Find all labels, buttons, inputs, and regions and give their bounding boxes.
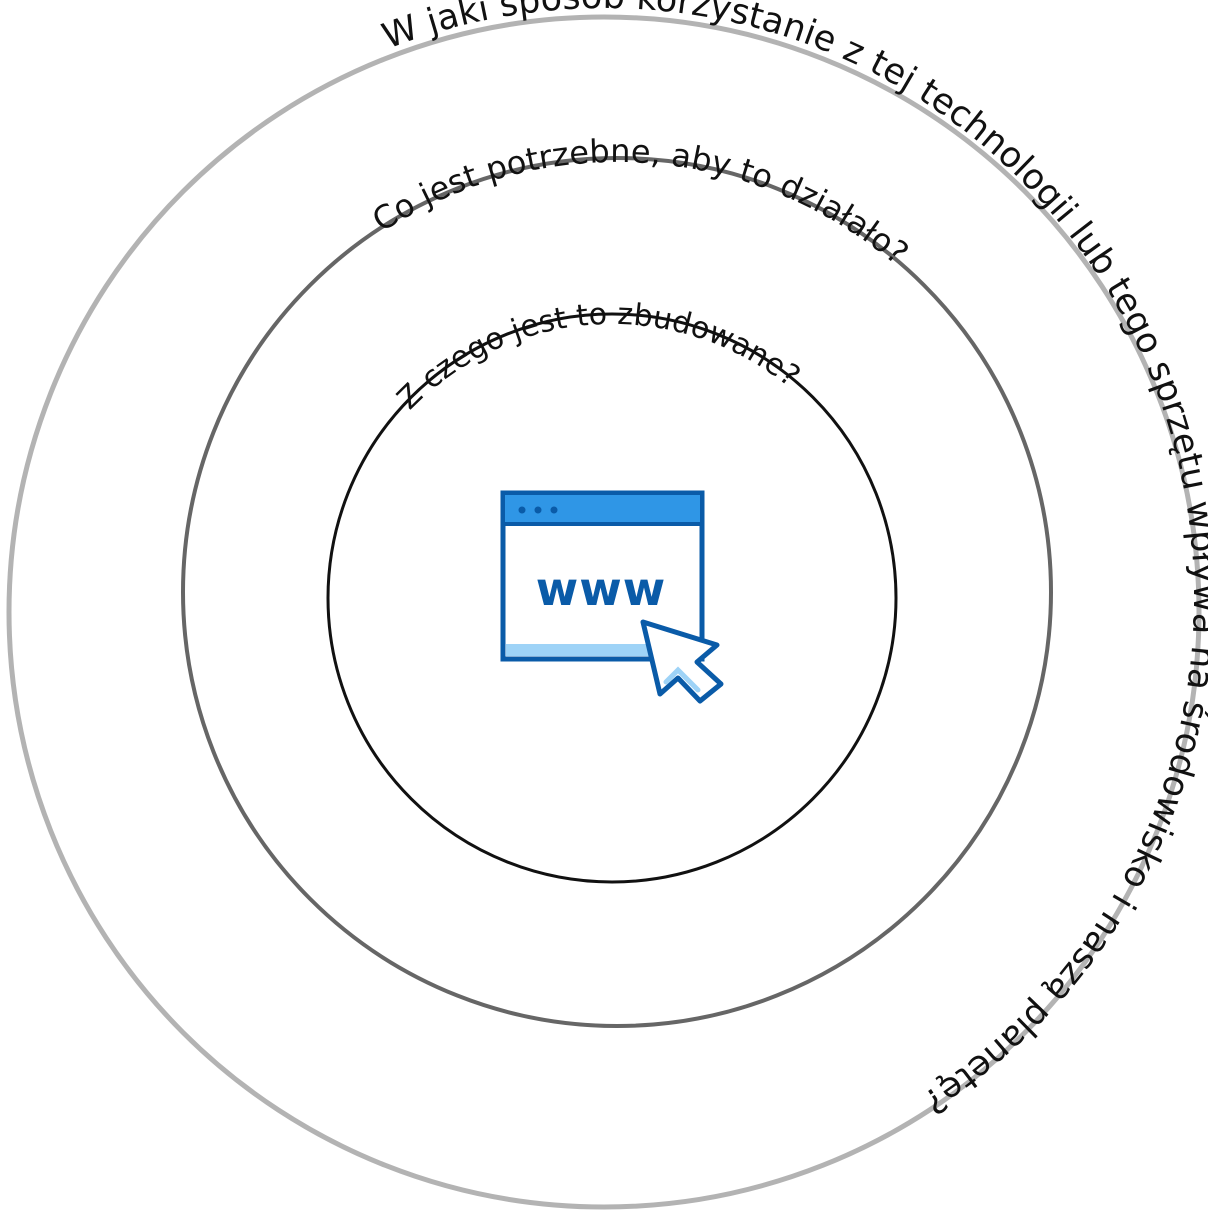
outer-ring [6, 14, 1202, 1210]
browser-dot-3 [550, 506, 558, 514]
www-label: www [536, 562, 667, 616]
browser-window-title-bar [505, 495, 700, 523]
middle-ring [181, 156, 1053, 1028]
browser-dot-2 [534, 506, 542, 514]
browser-window-www-icon: www [500, 490, 724, 704]
browser-dot-1 [518, 506, 526, 514]
cursor-arrow-icon [640, 619, 724, 704]
inner-ring [326, 312, 898, 884]
inner-ring-question: Z czego jest to zbudowane? [391, 297, 807, 417]
inner-ring-question-text: Z czego jest to zbudowane? [391, 297, 807, 417]
middle-ring-question-text: Co jest potrzebne, aby to działało? [366, 132, 916, 272]
middle-ring-question: Co jest potrzebne, aby to działało? [366, 132, 916, 272]
